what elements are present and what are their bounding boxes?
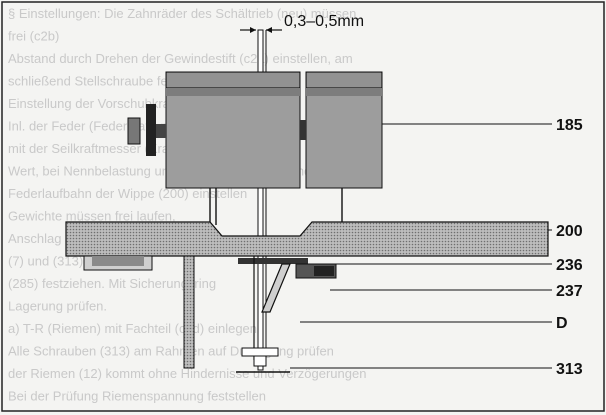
background-text-line: Alle Schrauben (313) am Rahmen auf Durch… [8,344,334,359]
left-weight-cap [165,71,301,89]
right-weight-block [305,87,383,189]
callout-237: 237 [556,283,583,300]
callout-236: 236 [556,257,583,274]
background-text-line: Einstellung der Vorschubkraft [8,96,177,111]
background-text-line: der Riemen (12) kommt ohne Hindernisse u… [8,366,366,381]
callout-185: 185 [556,117,583,134]
background-text-line: § Einstellungen: Die Zahnräder des Schäl… [8,6,356,21]
background-text-line: Abstand durch Drehen der Gewindestift (c… [8,51,353,66]
background-text-line: a) T-R (Riemen) mit Fachteil (c2d) einle… [8,321,257,336]
background-text-line: Gewichte müssen frei laufen, [8,209,176,224]
background-text-line: (285) festziehen. Mit Sicherungsring [8,276,216,291]
left-nut [127,117,141,145]
left-washer [146,104,156,156]
background-text-line: frei (c2b) [8,29,59,44]
base-plate [65,221,549,257]
left-weight-block [165,87,301,189]
background-text-line: Federlaufbahn der Wippe (200) einstellen [8,186,247,201]
dimension-marker [240,27,282,33]
callout-d: D [556,315,568,332]
leader-lines [290,123,552,369]
bottom-fixture [236,347,290,373]
right-nut [300,120,306,140]
callout-200: 200 [556,223,583,240]
background-text-line: Lagerung prüfen. [8,299,107,314]
callout-313: 313 [556,361,583,378]
main-shaft [257,29,264,371]
dimension-label: 0,3–0,5mm [284,13,364,30]
left-leg [183,255,195,369]
right-weight-cap [305,71,383,89]
background-text-line: Bei der Prüfung Riemenspannung feststell… [8,389,266,404]
